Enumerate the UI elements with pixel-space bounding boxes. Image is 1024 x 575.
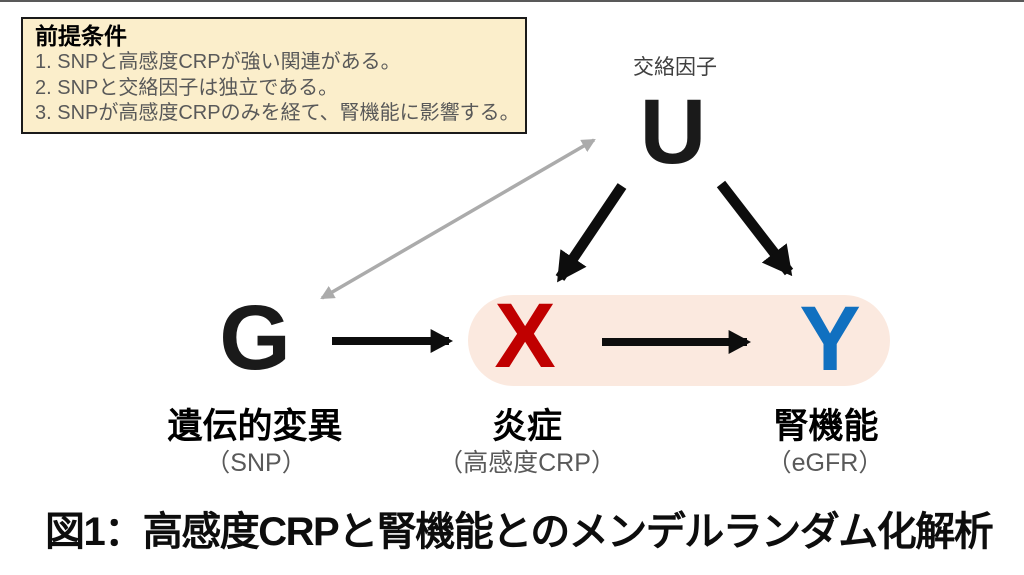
- node-x-label: 炎症: [491, 407, 563, 446]
- top-edge-line: [0, 0, 1024, 2]
- figure-caption: 図1：高感度CRPと腎機能とのメンデルランダム化解析: [45, 510, 994, 554]
- node-g-label: 遺伝的変異: [167, 407, 343, 446]
- edge-u-to-x-arrow: [555, 183, 627, 283]
- node-x: X: [494, 285, 556, 387]
- confounder-label: 交絡因子: [633, 56, 717, 79]
- node-y-label: 腎機能: [773, 407, 879, 446]
- node-g: G: [219, 287, 291, 389]
- node-g-sublabel: （SNP）: [205, 449, 307, 477]
- assumption-item: 3. SNPが高感度CRPのみを経て、腎機能に影響する。: [35, 102, 520, 124]
- assumptions-box: 前提条件 1. SNPと高感度CRPが強い関連がある。 2. SNPと交絡因子は…: [21, 17, 527, 134]
- edge-u-to-y-arrow: [716, 180, 794, 277]
- node-x-sublabel: （高感度CRP）: [438, 449, 616, 477]
- assumption-item: 2. SNPと交絡因子は独立である。: [35, 76, 339, 99]
- assumption-item: 1. SNPと高感度CRPが強い関連がある。: [35, 51, 401, 73]
- node-y-sublabel: （eGFR）: [766, 449, 884, 477]
- node-y: Y: [799, 288, 861, 390]
- edge-g-u-gray-double-arrow: [320, 138, 596, 300]
- node-u: U: [639, 81, 707, 183]
- assumptions-title: 前提条件: [35, 23, 127, 49]
